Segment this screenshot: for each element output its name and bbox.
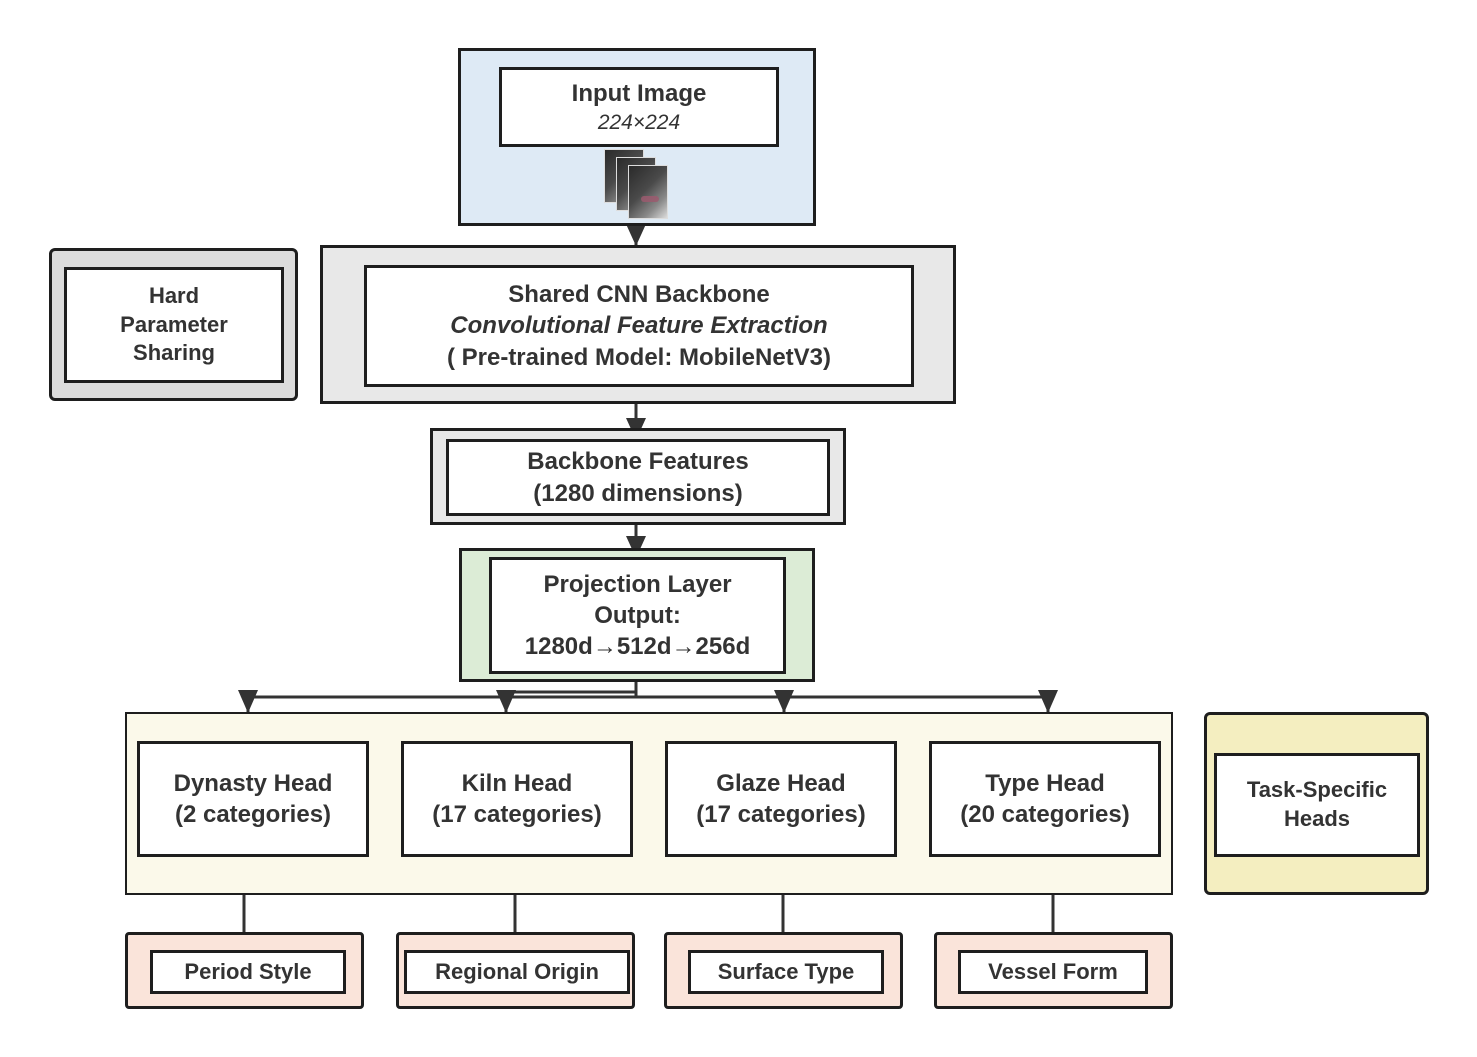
attribute-label: Surface Type [688, 950, 884, 994]
backbone-subtitle: Convolutional Feature Extraction [450, 312, 828, 340]
head-name: Dynasty Head [173, 769, 333, 797]
projection-title: Projection Layer [543, 570, 732, 598]
attribute-label: Regional Origin [404, 950, 630, 994]
task-specific-line-1: Task-Specific [1246, 777, 1388, 803]
attribute-surface-type: Surface Type [664, 932, 903, 1009]
projection-layer-label: Projection Layer Output: 1280d→512d→256d [489, 557, 786, 674]
hard-parameter-sharing-label: Hard Parameter Sharing [64, 267, 284, 383]
attribute-text: Regional Origin [435, 958, 599, 984]
attribute-label: Vessel Form [958, 950, 1148, 994]
hard-parameter-sharing-block: Hard Parameter Sharing [49, 248, 298, 401]
arrowhead [626, 224, 646, 246]
features-title: Backbone Features [527, 448, 749, 476]
shared-backbone-label: Shared CNN Backbone Convolutional Featur… [364, 265, 914, 387]
projection-dims: 1280d→512d→256d [524, 633, 751, 661]
attribute-text: Period Style [184, 958, 312, 984]
attribute-label: Period Style [150, 950, 346, 994]
dynasty-head: Dynasty Head (2 categories) [137, 741, 369, 857]
head-count: (20 categories) [960, 801, 1130, 828]
projection-layer-block: Projection Layer Output: 1280d→512d→256d [459, 548, 815, 682]
backbone-features-label: Backbone Features (1280 dimensions) [446, 439, 830, 516]
attribute-period-style: Period Style [125, 932, 364, 1009]
task-heads-container: Dynasty Head (2 categories) Kiln Head (1… [125, 712, 1173, 895]
attribute-vessel-form: Vessel Form [934, 932, 1173, 1009]
backbone-title: Shared CNN Backbone [508, 281, 770, 309]
kiln-head: Kiln Head (17 categories) [401, 741, 633, 857]
input-image-block: Input Image 224×224 [458, 48, 816, 226]
input-image-title: Input Image [571, 79, 707, 107]
attribute-text: Vessel Form [988, 958, 1118, 984]
task-specific-heads-block: Task-Specific Heads [1204, 712, 1429, 895]
head-count: (17 categories) [432, 801, 602, 828]
glaze-head: Glaze Head (17 categories) [665, 741, 897, 857]
type-head: Type Head (20 categories) [929, 741, 1161, 857]
features-dims: (1280 dimensions) [533, 479, 743, 507]
head-count: (2 categories) [174, 801, 332, 828]
input-image-label-box: Input Image 224×224 [499, 67, 779, 147]
backbone-model: ( Pre-trained Model: MobileNetV3) [446, 343, 832, 371]
hard-sharing-line-1: Hard [148, 283, 200, 309]
task-specific-heads-label: Task-Specific Heads [1214, 753, 1420, 857]
head-count: (17 categories) [696, 801, 866, 828]
head-name: Kiln Head [461, 769, 573, 797]
backbone-features-block: Backbone Features (1280 dimensions) [430, 428, 846, 525]
attribute-regional-origin: Regional Origin [396, 932, 635, 1009]
task-specific-line-2: Heads [1283, 806, 1351, 831]
hard-sharing-line-3: Sharing [133, 340, 215, 366]
head-name: Type Head [985, 769, 1105, 797]
projection-output-label: Output: [594, 601, 681, 629]
input-image-size: 224×224 [597, 110, 681, 134]
attribute-text: Surface Type [717, 958, 855, 984]
head-name: Glaze Head [716, 769, 846, 797]
shared-backbone-block: Shared CNN Backbone Convolutional Featur… [320, 245, 956, 404]
hard-sharing-line-2: Parameter [120, 311, 228, 337]
